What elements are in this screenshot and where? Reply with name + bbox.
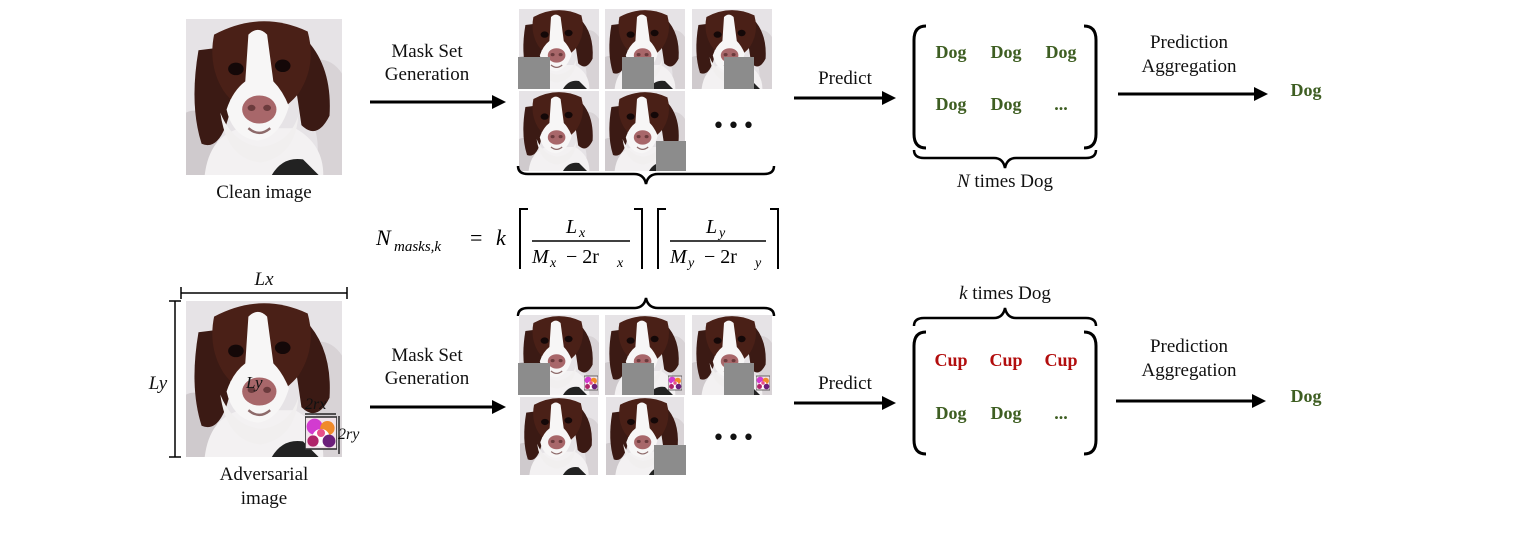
- prediction-label: ...: [1054, 403, 1068, 423]
- mask-set-generation-label-line1: Mask Set: [391, 41, 463, 62]
- prediction-aggregation-label-bottom-line2: Aggregation: [1141, 360, 1237, 381]
- patch-width-label: 2rx: [305, 396, 327, 413]
- prediction-aggregation-label-line2: Aggregation: [1141, 56, 1237, 77]
- masked-tile: [604, 315, 686, 395]
- patch-dim-lines: [305, 413, 340, 454]
- prediction-label: Cup: [989, 350, 1023, 370]
- prediction-label: Cup: [1044, 350, 1078, 370]
- masked-tile: [518, 9, 600, 89]
- final-prediction-bottom: Dog: [1290, 386, 1322, 406]
- k-times-dog-label: k times Dog: [959, 283, 1051, 304]
- mask-set-brace-top: [516, 165, 776, 185]
- frac2-denominator-rest: − 2r: [704, 246, 737, 268]
- dim-height-label: Ly: [148, 373, 168, 394]
- clean-image-caption: Clean image: [216, 182, 312, 203]
- prediction-label: Dog: [990, 42, 1022, 62]
- frac1-denominator-sub: x: [549, 256, 557, 271]
- arrow-to-predictions-bottom: [794, 396, 896, 410]
- formula-coefficient: k: [496, 225, 507, 250]
- arrow-to-final-top: [1118, 87, 1268, 101]
- frac1-denominator-rest: − 2r: [566, 246, 599, 268]
- masked-tile: [604, 9, 686, 89]
- arrow-to-predictions-top: [794, 91, 896, 105]
- frac2-numerator: L: [705, 216, 717, 238]
- formula-equals: =: [470, 225, 482, 250]
- masked-tile: [518, 91, 600, 171]
- masked-tile: [518, 315, 600, 395]
- masked-tile: [605, 397, 686, 475]
- prediction-label: Dog: [935, 42, 967, 62]
- mask-set-generation-label-line2: Generation: [384, 64, 470, 85]
- masked-image-grid-bottom: •••: [516, 314, 776, 476]
- prediction-label: Dog: [935, 94, 967, 114]
- inner-label: Ly: [246, 373, 263, 392]
- predictions-brace-bottom: [912, 307, 1098, 327]
- arrow-to-masks: [370, 95, 506, 109]
- arrow-to-final-bottom: [1116, 394, 1266, 408]
- prediction-label: Dog: [990, 94, 1022, 114]
- frac2-numerator-sub: y: [717, 226, 726, 241]
- frac2-denominator: M: [669, 246, 688, 268]
- dim-width-line: [180, 287, 348, 299]
- prediction-label: Dog: [1045, 42, 1077, 62]
- formula-lhs: N: [375, 225, 392, 250]
- masked-tile: [519, 397, 599, 475]
- arrow-to-masks-bottom: [370, 400, 506, 414]
- prediction-matrix-brackets-bottom: [912, 330, 1098, 456]
- clean-image: [184, 19, 344, 175]
- prediction-matrix-brackets-top: [912, 24, 1098, 150]
- mask-set-brace-bottom: [516, 297, 776, 317]
- frac1-denominator: M: [531, 246, 550, 268]
- frac2-denominator-sub: y: [686, 256, 695, 271]
- predictions-brace-top: [912, 149, 1098, 169]
- predict-label-bottom: Predict: [818, 373, 872, 394]
- predict-label-top: Predict: [818, 68, 872, 89]
- prediction-aggregation-label-bottom-line1: Prediction: [1149, 336, 1229, 357]
- dim-height-line: [169, 300, 181, 458]
- masked-tile: [604, 91, 686, 171]
- more-masks-ellipsis: •••: [712, 114, 757, 139]
- prediction-label: Cup: [934, 350, 968, 370]
- prediction-label: Dog: [990, 403, 1022, 423]
- more-masks-ellipsis-bottom: •••: [712, 426, 757, 451]
- adversarial-image-caption-line1: Adversarial: [219, 464, 309, 485]
- formula-lhs-subscript: masks,k: [394, 239, 441, 255]
- mask-set-generation-label-bottom-line2: Generation: [384, 368, 470, 389]
- final-prediction-top: Dog: [1290, 80, 1322, 100]
- prediction-label: Dog: [935, 403, 967, 423]
- frac1-denominator-rest-sub: x: [616, 256, 624, 271]
- dim-width-label: Lx: [254, 269, 274, 290]
- num-masks-formula: N masks,k = k L x M x − 2r x L y M y − 2…: [375, 208, 779, 271]
- prediction-aggregation-label-line1: Prediction: [1149, 32, 1229, 53]
- adversarial-image-caption-line2: image: [240, 488, 288, 509]
- mask-set-generation-label-bottom-line1: Mask Set: [391, 345, 463, 366]
- masked-tile: [691, 315, 773, 395]
- patch-height-label: 2ry: [338, 426, 360, 443]
- frac1-numerator: L: [565, 216, 577, 238]
- masked-tile: [691, 9, 773, 89]
- n-times-dog-label: N times Dog: [956, 171, 1054, 192]
- prediction-label: ...: [1054, 94, 1068, 114]
- frac2-denominator-rest-sub: y: [753, 256, 762, 271]
- frac1-numerator-sub: x: [578, 226, 586, 241]
- masked-image-grid-top: •••: [516, 8, 776, 171]
